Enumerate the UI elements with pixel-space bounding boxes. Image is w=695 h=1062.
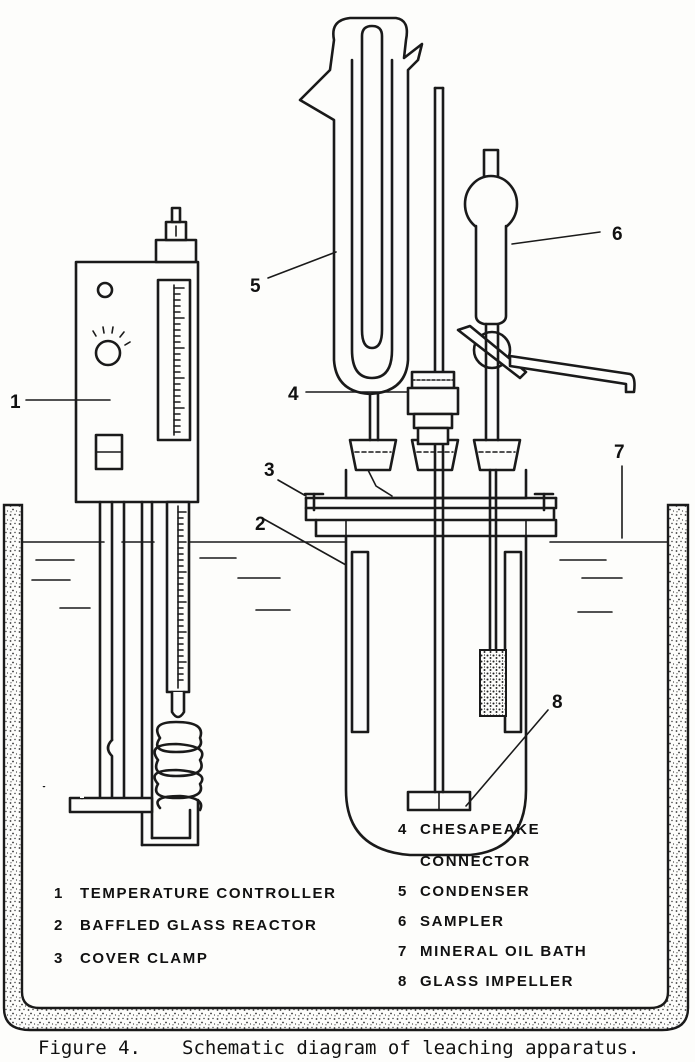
svg-text:5: 5 bbox=[398, 883, 408, 900]
callout-6: 6 bbox=[612, 224, 623, 245]
temperature-controller bbox=[42, 206, 204, 847]
svg-text:GLASS IMPELLER: GLASS IMPELLER bbox=[420, 973, 574, 990]
svg-text:4: 4 bbox=[398, 821, 408, 838]
oil-surface bbox=[21, 541, 669, 613]
callouts: 1 2 3 4 5 6 7 8 bbox=[10, 224, 625, 713]
legend-item-1: 1 TEMPERATURE CONTROLLER bbox=[54, 885, 337, 902]
svg-text:2: 2 bbox=[54, 917, 64, 934]
svg-text:6: 6 bbox=[398, 913, 408, 930]
svg-text:SAMPLER: SAMPLER bbox=[420, 913, 505, 930]
callout-4: 4 bbox=[288, 384, 299, 405]
legend-item-2: 2 BAFFLED GLASS REACTOR bbox=[54, 917, 318, 934]
callout-3: 3 bbox=[264, 460, 275, 481]
legend-item-7: 7 MINERAL OIL BATH bbox=[398, 943, 587, 960]
figure-caption: Figure 4. Schematic diagram of leaching … bbox=[38, 1037, 640, 1059]
callout-1: 1 bbox=[10, 392, 21, 413]
callout-2: 2 bbox=[255, 514, 266, 535]
legend-item-5: 5 CONDENSER bbox=[398, 883, 530, 900]
legend-item-8: 8 GLASS IMPELLER bbox=[398, 973, 574, 990]
legend-item-4-cont: CONNECTOR bbox=[420, 853, 531, 870]
caption-figure-number: Figure 4. bbox=[38, 1037, 141, 1059]
svg-text:BAFFLED GLASS REACTOR: BAFFLED GLASS REACTOR bbox=[80, 917, 318, 934]
legend-item-3: 3 COVER CLAMP bbox=[54, 950, 208, 967]
svg-text:7: 7 bbox=[398, 943, 408, 960]
legend-item-6: 6 SAMPLER bbox=[398, 913, 505, 930]
sampler bbox=[456, 148, 636, 717]
leader-lines bbox=[25, 231, 623, 807]
legend: 1 TEMPERATURE CONTROLLER 2 BAFFLED GLASS… bbox=[54, 821, 587, 990]
svg-text:COVER CLAMP: COVER CLAMP bbox=[80, 950, 208, 967]
callout-7: 7 bbox=[614, 442, 625, 463]
callout-8: 8 bbox=[552, 692, 563, 713]
svg-text:1: 1 bbox=[54, 885, 64, 902]
mineral-oil-bath bbox=[2, 503, 690, 1032]
legend-item-4: 4 CHESAPEAKE bbox=[398, 821, 540, 838]
svg-text:3: 3 bbox=[54, 950, 64, 967]
svg-text:MINERAL OIL BATH: MINERAL OIL BATH bbox=[420, 943, 587, 960]
condenser bbox=[298, 16, 424, 497]
chesapeake-connector bbox=[406, 370, 460, 446]
caption-text: Schematic diagram of leaching apparatus. bbox=[182, 1037, 640, 1059]
svg-text:CONDENSER: CONDENSER bbox=[420, 883, 530, 900]
callout-5: 5 bbox=[250, 276, 261, 297]
svg-text:TEMPERATURE CONTROLLER: TEMPERATURE CONTROLLER bbox=[80, 885, 337, 902]
svg-text:CONNECTOR: CONNECTOR bbox=[420, 853, 531, 870]
cover-clamp bbox=[303, 492, 555, 512]
svg-text:8: 8 bbox=[398, 973, 408, 990]
svg-text:CHESAPEAKE: CHESAPEAKE bbox=[420, 821, 540, 838]
baffled-glass-reactor bbox=[304, 468, 558, 857]
heater-coil bbox=[153, 720, 204, 812]
